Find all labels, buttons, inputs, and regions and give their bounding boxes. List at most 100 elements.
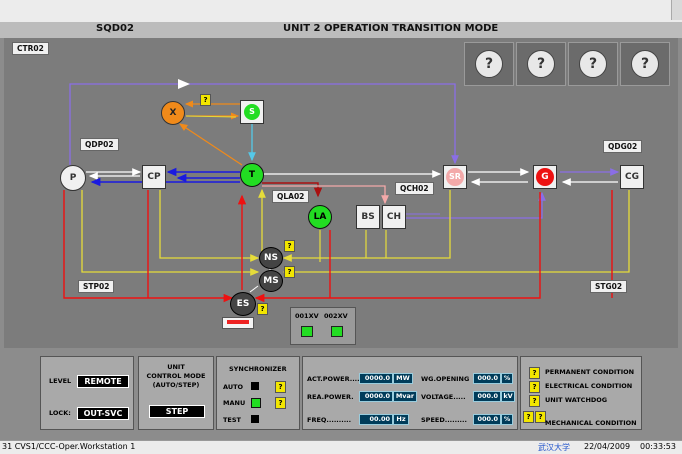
electrical-condition-label: ELECTRICAL CONDITION	[545, 382, 633, 390]
node-sr[interactable]: SR	[443, 165, 467, 189]
level-label: LEVEL	[49, 377, 72, 385]
question-icon: ?	[527, 50, 555, 78]
status-button-4[interactable]: ?	[620, 42, 670, 86]
level-value[interactable]: REMOTE	[77, 375, 129, 388]
question-icon: ?	[475, 50, 503, 78]
act-power-label: ACT.POWER....	[307, 375, 360, 383]
node-t[interactable]: T	[240, 163, 264, 187]
sync-test-label: TEST	[223, 416, 241, 424]
screen-code: SQD02	[96, 23, 134, 34]
date-label: 22/04/2009	[584, 442, 631, 451]
unit-watchdog-label: UNIT WATCHDOG	[545, 396, 608, 404]
sync-auto-label: AUTO	[223, 383, 244, 391]
mechanical-condition-label: MECHANICAL CONDITION	[545, 419, 637, 427]
measurements-panel: ACT.POWER.... 0000.0 MW REA.POWER. 0000.…	[302, 356, 518, 430]
synchronizer-title: SYNCHRONIZER	[229, 365, 287, 373]
question-icon[interactable]: ?	[529, 381, 540, 393]
node-s-indicator: S	[244, 104, 260, 120]
permanent-condition-label: PERMANENT CONDITION	[545, 368, 635, 376]
control-mode-line1: UNIT	[167, 363, 185, 371]
freq-label: FREQ..........	[307, 416, 352, 424]
wg-opening-label: WG.OPENING	[421, 375, 470, 383]
stg-label: STG02	[590, 280, 628, 293]
valve-001xv-indicator[interactable]	[301, 326, 313, 337]
es-warning-indicator	[222, 317, 254, 329]
level-lock-panel: LEVEL REMOTE LOCK: OUT-SVC	[40, 356, 134, 430]
control-mode-line3: (AUTO/STEP)	[152, 381, 200, 389]
status-button-3[interactable]: ?	[568, 42, 618, 86]
mimic-diagram-area	[4, 38, 678, 348]
control-mode-line2: CONTROL MODE	[146, 372, 206, 380]
node-g-indicator: G	[536, 168, 554, 186]
ctr-label: CTR02	[12, 42, 49, 55]
voltage-value: 000.0	[473, 391, 501, 402]
lock-label: LOCK:	[49, 409, 71, 417]
node-g[interactable]: G	[533, 165, 557, 189]
es-warning-mark	[227, 320, 249, 324]
qla-label: QLA02	[272, 190, 310, 203]
rea-power-value: 0000.0	[359, 391, 393, 402]
voltage-label: VOLTAGE.....	[421, 393, 466, 401]
status-button-2[interactable]: ?	[516, 42, 566, 86]
question-icon[interactable]: ?	[523, 411, 534, 423]
window-corner	[671, 0, 682, 20]
question-icon: ?	[631, 50, 659, 78]
sync-manu-indicator[interactable]	[251, 398, 261, 408]
speed-label: SPEED.........	[421, 416, 467, 424]
status-button-1[interactable]: ?	[464, 42, 514, 86]
question-icon[interactable]: ?	[529, 367, 540, 379]
control-mode-value[interactable]: STEP	[149, 405, 205, 418]
question-icon[interactable]: ?	[535, 411, 546, 423]
org-label: 武汉大学	[538, 443, 570, 452]
voltage-unit: kV	[501, 391, 515, 402]
valve-001xv-label: 001XV	[295, 312, 319, 320]
sync-test-indicator[interactable]	[251, 415, 259, 423]
conditions-panel: ? PERMANENT CONDITION ? ELECTRICAL CONDI…	[520, 356, 642, 430]
freq-unit: Hz	[393, 414, 409, 425]
qdg-label: QDG02	[603, 140, 643, 153]
wg-opening-unit: %	[501, 373, 513, 384]
question-icon[interactable]: ?	[529, 395, 540, 407]
valves-panel: 001XV 002XV	[290, 307, 356, 345]
wg-opening-value: 000.0	[473, 373, 501, 384]
node-x[interactable]: X	[161, 101, 185, 125]
question-icon[interactable]: ?	[284, 240, 295, 252]
speed-unit: %	[501, 414, 513, 425]
stp-label: STP02	[78, 280, 115, 293]
rea-power-label: REA.POWER.	[307, 393, 354, 401]
node-p[interactable]: P	[60, 165, 86, 191]
act-power-unit: MW	[393, 373, 413, 384]
speed-value: 000.0	[473, 414, 501, 425]
question-icon[interactable]: ?	[284, 266, 295, 278]
control-mode-panel: UNIT CONTROL MODE (AUTO/STEP) STEP	[138, 356, 214, 430]
synchronizer-panel: SYNCHRONIZER AUTO ? MANU ? TEST	[216, 356, 300, 430]
status-bar: 31 CVS1/CCC-Oper.Workstation 1 武汉大学 22/0…	[0, 440, 682, 454]
screen-title-bar: SQD02 UNIT 2 OPERATION TRANSITION MODE	[0, 22, 682, 38]
qdp-label: QDP02	[80, 138, 119, 151]
node-cg[interactable]: CG	[620, 165, 644, 189]
question-icon: ?	[579, 50, 607, 78]
qch-label: QCH02	[395, 182, 434, 195]
node-s[interactable]: S	[240, 100, 264, 124]
freq-value: 00.00	[359, 414, 393, 425]
valve-002xv-label: 002XV	[324, 312, 348, 320]
node-ms[interactable]: MS	[259, 270, 283, 292]
question-icon[interactable]: ?	[275, 381, 286, 393]
workstation-label: 31 CVS1/CCC-Oper.Workstation 1	[2, 442, 136, 451]
act-power-value: 0000.0	[359, 373, 393, 384]
question-icon[interactable]: ?	[257, 303, 268, 315]
time-label: 00:33:53	[640, 442, 676, 451]
valve-002xv-indicator[interactable]	[331, 326, 343, 337]
node-es[interactable]: ES	[230, 292, 256, 316]
node-cp[interactable]: CP	[142, 165, 166, 189]
node-ch[interactable]: CH	[382, 205, 406, 229]
sync-manu-label: MANU	[223, 399, 246, 407]
node-bs[interactable]: BS	[356, 205, 380, 229]
question-icon[interactable]: ?	[200, 94, 211, 106]
screen-title: UNIT 2 OPERATION TRANSITION MODE	[283, 23, 499, 34]
node-ns[interactable]: NS	[259, 247, 283, 269]
node-la[interactable]: LA	[308, 205, 332, 229]
sync-auto-indicator[interactable]	[251, 382, 259, 390]
lock-value[interactable]: OUT-SVC	[77, 407, 129, 420]
question-icon[interactable]: ?	[275, 397, 286, 409]
